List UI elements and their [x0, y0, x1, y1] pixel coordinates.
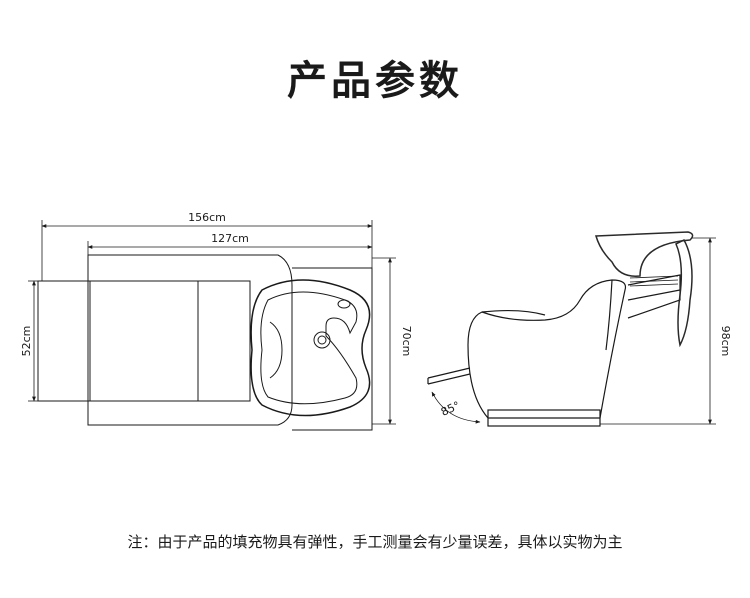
overall-width-label: 70cm — [400, 326, 413, 357]
side-view — [427, 231, 694, 427]
side-view-chair-body — [467, 279, 627, 419]
side-view-footrest — [427, 367, 471, 385]
side-view-base — [487, 409, 601, 427]
page-title: 产品参数 — [287, 58, 463, 104]
overall-length-label: 156cm — [188, 211, 226, 224]
side-view-basin — [595, 231, 694, 277]
top-view-basin-inner — [260, 291, 358, 405]
top-view-basin — [250, 279, 371, 417]
seat-width-label: 52cm — [20, 326, 33, 357]
top-view-body-outline — [87, 254, 293, 426]
side-view-dimensions — [431, 237, 716, 425]
side-view-basin-back — [675, 239, 693, 348]
drain-icon — [313, 331, 331, 349]
recline-angle-label: 85° — [439, 399, 462, 419]
height-label: 98cm — [719, 326, 732, 357]
top-view-dimensions — [28, 220, 396, 425]
top-view-footrest — [37, 280, 91, 402]
recline-angle-arc — [431, 391, 481, 424]
seat-length-label: 127cm — [211, 232, 249, 245]
footnote: 注：由于产品的填充物具有弹性，手工测量会有少量误差，具体以实物为主 — [127, 533, 623, 551]
top-view — [37, 254, 373, 431]
top-view-seat — [89, 280, 251, 402]
top-view-basin-frame — [292, 267, 373, 431]
